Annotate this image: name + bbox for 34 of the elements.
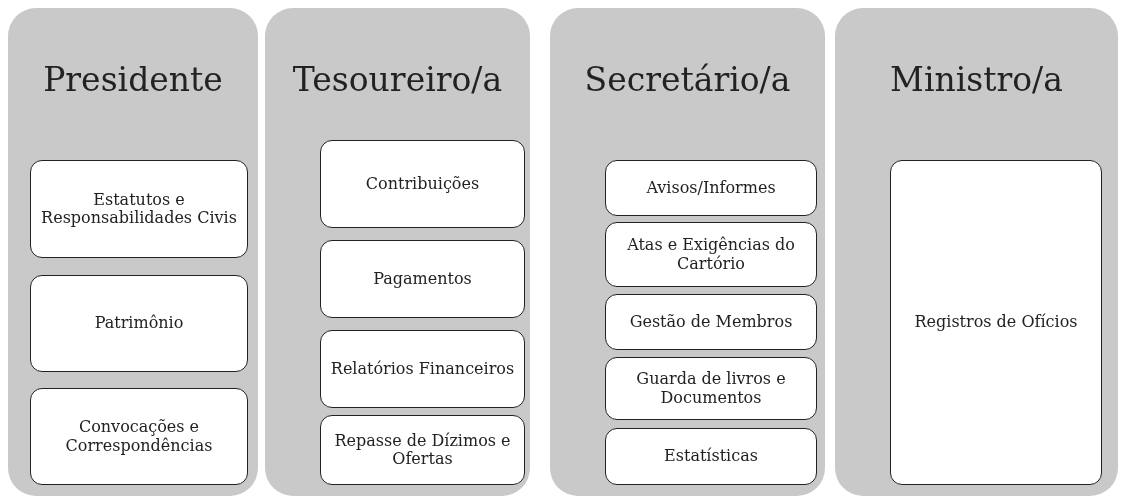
duty-text: Estatutos e Responsabilidades Civis [40, 190, 238, 228]
duty-text: Patrimônio [93, 314, 185, 333]
duty-box [890, 160, 1102, 485]
duty-text: Atas e Exigências do Cartório [626, 236, 796, 273]
duty-text: Convocações e Correspondências [64, 418, 214, 455]
duty-box [30, 275, 248, 372]
duty-text: Registros de Ofícios [913, 313, 1079, 332]
duty-text: Avisos/Informes [645, 178, 777, 198]
duty-box [30, 388, 248, 485]
role-panel [550, 8, 825, 496]
duty-box [605, 294, 817, 350]
role-panel [8, 8, 258, 496]
duty-text: Repasse de Dízimos e Ofertas [333, 431, 512, 469]
duty-box [320, 330, 525, 408]
duty-box [605, 222, 817, 287]
duty-text: Relatórios Financeiros [329, 359, 516, 379]
duty-text: Pagamentos [372, 269, 473, 289]
role-title: Presidente [42, 60, 224, 99]
duty-box [320, 415, 525, 485]
role-title: Tesoureiro/a [291, 60, 504, 99]
duty-box [605, 357, 817, 420]
duty-box [605, 428, 817, 485]
duty-text: Estatísticas [663, 447, 759, 466]
duty-text: Guarda de livros e Documentos [635, 370, 787, 407]
role-title: Ministro/a [889, 60, 1064, 99]
duty-text: Gestão de Membros [628, 312, 794, 332]
role-panel [265, 8, 530, 496]
role-panel [835, 8, 1118, 496]
duty-box [605, 160, 817, 216]
duty-box [320, 240, 525, 318]
duty-text: Contribuições [364, 174, 481, 194]
role-title: Secretário/a [583, 60, 792, 99]
duty-box [30, 160, 248, 258]
duty-box [320, 140, 525, 228]
